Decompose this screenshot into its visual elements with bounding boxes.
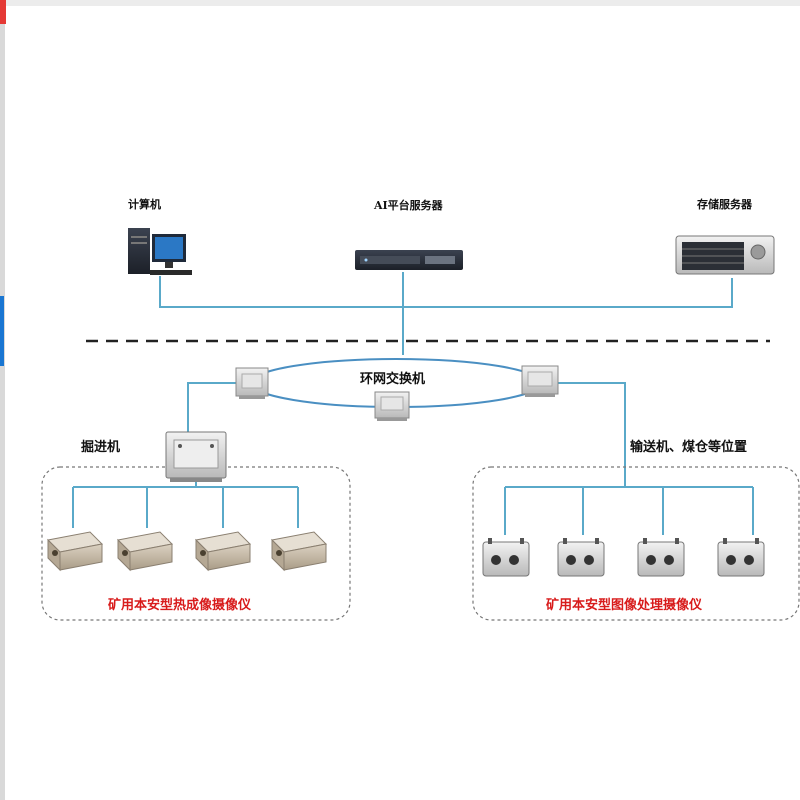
ring-switch-left-icon bbox=[235, 367, 269, 399]
right-group-caption: 矿用本安型图像处理摄像仪 bbox=[546, 598, 703, 613]
computer-label: 计算机 bbox=[128, 198, 161, 211]
desktop-computer-icon bbox=[128, 228, 192, 275]
ring-switch-right-icon bbox=[521, 365, 559, 397]
junction-box-icon bbox=[165, 431, 227, 482]
image-camera-icon bbox=[557, 538, 605, 577]
image-edge-blue-mark bbox=[0, 296, 4, 366]
thermal-camera-icon bbox=[116, 531, 174, 572]
upper-network-bus bbox=[159, 272, 733, 355]
right-camera-group-box bbox=[472, 466, 800, 621]
image-edge-red-mark bbox=[0, 0, 6, 24]
image-top-edge bbox=[0, 0, 800, 6]
right-camera-bus bbox=[504, 486, 754, 535]
image-camera-icon bbox=[482, 538, 530, 577]
thermal-camera-icon bbox=[194, 531, 252, 572]
left-camera-bus bbox=[72, 486, 299, 528]
image-camera-icon bbox=[637, 538, 685, 577]
ring-switch-label: 环网交换机 bbox=[360, 372, 426, 387]
left-group-caption: 矿用本安型热成像摄像仪 bbox=[108, 598, 252, 613]
image-left-edge bbox=[0, 0, 5, 800]
storage-server-label: 存储服务器 bbox=[697, 198, 752, 211]
rack-server-icon bbox=[355, 250, 463, 270]
ai-server-label: AI平台服务器 bbox=[374, 199, 443, 212]
storage-server-icon bbox=[675, 235, 775, 275]
tunneling-machine-label: 掘进机 bbox=[81, 440, 121, 455]
thermal-camera-icon bbox=[270, 531, 328, 572]
thermal-camera-icon bbox=[46, 531, 104, 572]
ring-switch-bottom-icon bbox=[374, 391, 410, 421]
image-camera-icon bbox=[717, 538, 765, 577]
conveyor-location-label: 输送机、煤仓等位置 bbox=[630, 440, 748, 455]
